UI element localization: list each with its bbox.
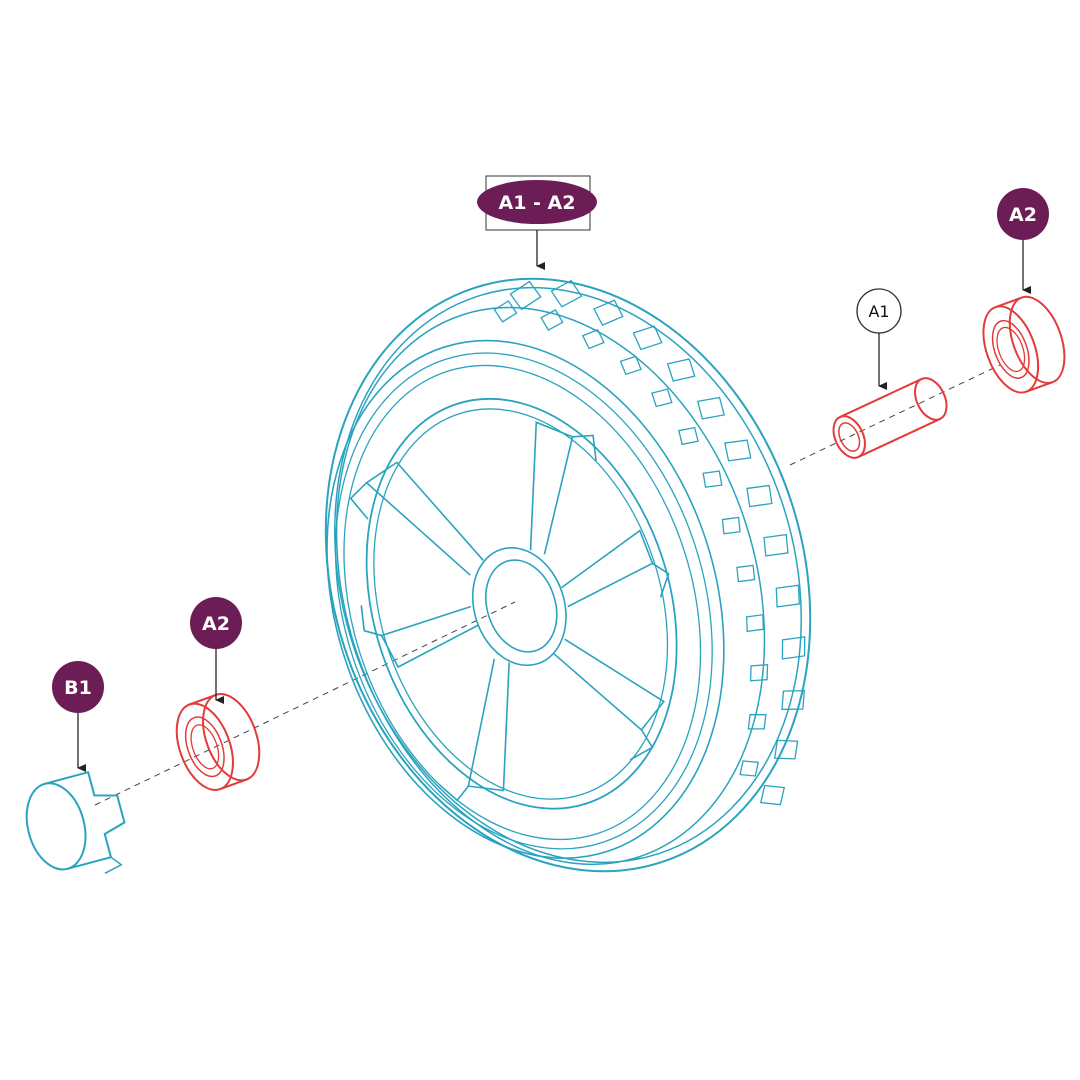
callout-hub-cap: B1 [52,661,104,772]
assembly-axis [94,364,1001,806]
callout-label: A1 - A2 [499,192,576,214]
wheel-tire [324,277,812,873]
callout-label: A1 [868,302,889,321]
callout-wheel-assembly: A1 - A2 [477,175,597,270]
callout-bearing-left: A2 [190,597,242,704]
callout-label: B1 [64,677,92,699]
spacer-tube [832,377,948,459]
callout-spacer: A1 [856,288,902,390]
bearing-left [175,693,261,791]
bearing-right [982,295,1066,394]
callout-bearing-right: A2 [997,188,1049,294]
hub-cap [25,770,126,874]
callout-label: A2 [1009,204,1037,226]
callout-label: A2 [202,613,230,635]
